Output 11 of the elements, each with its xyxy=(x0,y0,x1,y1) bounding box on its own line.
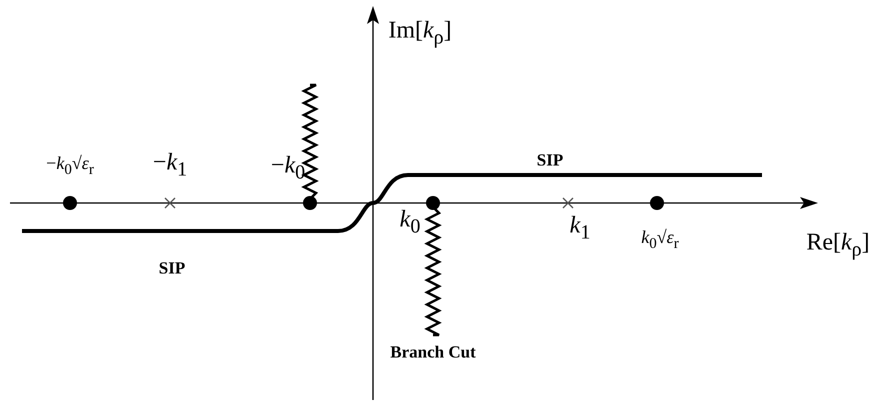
point-label: −k$_{1}$ xyxy=(152,150,188,180)
point-label: k$_{0}$ xyxy=(400,208,420,236)
path-label: SIP xyxy=(158,260,186,276)
axis-label: Re[k$_{ρ}$] xyxy=(806,230,870,260)
point-label: −k$_{0}$ xyxy=(270,154,306,182)
branch-cut-label: Branch Cut xyxy=(390,344,476,360)
axis-label: Im[k$_{ρ}$] xyxy=(388,18,452,48)
path-label: SIP xyxy=(536,152,564,168)
point-label: k$_{0}$√ε$_{r}$ xyxy=(641,228,679,252)
point-label: k$_{1}$ xyxy=(570,214,590,242)
point-label: −k$_{0}$√ε$_{r}$ xyxy=(46,154,94,178)
